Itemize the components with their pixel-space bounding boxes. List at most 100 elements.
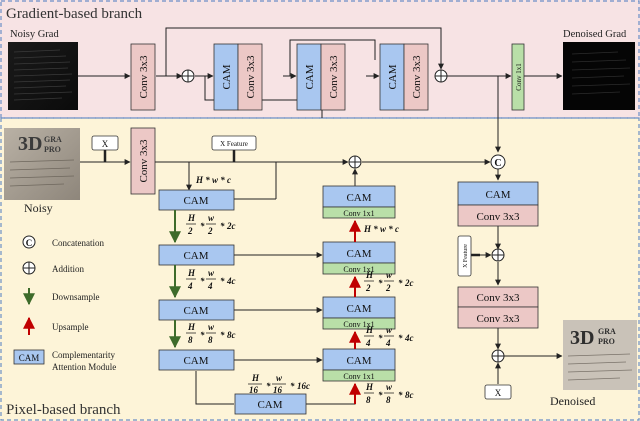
pixel-branch-connectors (80, 159, 563, 405)
svg-text:Conv 1x1: Conv 1x1 (343, 265, 374, 274)
bottleneck-cam (234, 393, 307, 415)
legend-cam-label-1: Complementarity (52, 350, 115, 360)
legend-concat-label: Concatenation (52, 238, 104, 248)
svg-text:*: * (220, 276, 225, 286)
encoder-cam-1-label: CAM (183, 195, 208, 207)
svg-text:C: C (26, 238, 33, 248)
svg-text:2: 2 (207, 226, 213, 236)
svg-text:w: w (386, 382, 393, 392)
pixel-branch-background (0, 118, 640, 421)
svg-text:8c: 8c (227, 330, 236, 340)
svg-text:16: 16 (249, 385, 259, 395)
encoder-cam-3 (158, 299, 235, 321)
legend-concat-icon (22, 235, 36, 249)
svg-text:*: * (378, 390, 383, 400)
svg-text:Conv 1x1: Conv 1x1 (343, 372, 374, 381)
decoder-block-4: CAM Conv 1x1 (322, 348, 396, 382)
top-conv-label-2: Conv 3x3 (328, 55, 340, 99)
x-input-label: X (102, 139, 109, 149)
svg-text:*: * (200, 330, 205, 340)
svg-text:GRA: GRA (44, 135, 62, 144)
encoder-cam-4 (158, 349, 235, 371)
svg-text:PRO: PRO (598, 337, 615, 346)
svg-text:2c: 2c (226, 221, 236, 231)
right-x-feature-label: X Feature (463, 244, 469, 268)
svg-text:*: * (398, 390, 403, 400)
svg-text:16: 16 (273, 385, 283, 395)
svg-text:w: w (386, 325, 393, 335)
top-cam-label-3: CAM (387, 64, 399, 89)
svg-text:4: 4 (207, 281, 213, 291)
svg-text:H: H (365, 270, 374, 280)
svg-text:3D: 3D (570, 327, 594, 349)
denoised-label: Denoised (550, 394, 595, 408)
encoder-cam-2-label: CAM (183, 250, 208, 262)
svg-text:16c: 16c (297, 381, 310, 391)
svg-text:w: w (386, 270, 393, 280)
top-cam-label-1: CAM (221, 64, 233, 89)
svg-text:8: 8 (208, 335, 213, 345)
svg-text:H: H (365, 382, 374, 392)
right-conv-label-1: Conv 3x3 (476, 211, 520, 223)
encoder-dims: H 2 * w 2 * 2c H 4 * w 4 * 4c H 8 * w 8 … (186, 213, 310, 395)
top-conv-block-1 (237, 43, 263, 111)
svg-text:*: * (398, 333, 403, 343)
svg-text:8: 8 (188, 335, 193, 345)
right-conv-label-3: Conv 3x3 (476, 313, 520, 325)
legend-cam-icon (13, 349, 45, 365)
svg-text:3D: 3D (18, 133, 42, 155)
right-conv-block-1 (457, 204, 539, 227)
right-x-box (484, 384, 512, 400)
svg-text:H: H (187, 213, 196, 223)
top-conv-block-2 (320, 43, 346, 111)
concat-node-label: C (494, 158, 501, 169)
svg-text:4: 4 (365, 338, 371, 348)
top-conv-label-1: Conv 3x3 (245, 55, 257, 99)
svg-text:4c: 4c (226, 276, 236, 286)
noisy-image: 3D GRA PRO (4, 128, 80, 200)
dim-label-dec-1: H * w * c (363, 224, 399, 234)
svg-text:GRA: GRA (598, 327, 616, 336)
gradient-branch-title: Gradient-based branch (6, 6, 143, 22)
encoder-cam-2 (158, 244, 235, 266)
svg-text:CAM: CAM (346, 303, 371, 315)
svg-text:w: w (208, 268, 215, 278)
right-x-feature-box (457, 235, 472, 277)
svg-text:*: * (290, 381, 295, 391)
bottleneck-cam-label: CAM (257, 399, 282, 411)
legend: C Concatenation Addition Downsample Upsa… (13, 235, 116, 372)
right-conv-block-3 (457, 306, 539, 329)
svg-text:H: H (251, 373, 260, 383)
legend-downsample-label: Downsample (52, 292, 100, 302)
right-cam-label: CAM (485, 189, 510, 201)
decoder-block-2: CAM Conv 1x1 (322, 241, 396, 275)
noisy-grad-label: Noisy Grad (10, 29, 59, 40)
svg-text:*: * (266, 381, 271, 391)
svg-text:*: * (200, 276, 205, 286)
concat-node (490, 154, 506, 170)
svg-text:H: H (187, 322, 196, 332)
top-conv-in-label: Conv 3x3 (138, 55, 150, 99)
svg-text:2c: 2c (404, 278, 414, 288)
svg-text:4: 4 (187, 281, 193, 291)
svg-text:*: * (200, 221, 205, 231)
dim-label-1: H * w * c (195, 175, 231, 185)
svg-text:PRO: PRO (44, 145, 61, 154)
top-conv-block-3 (403, 43, 429, 111)
top-cam-label-2: CAM (304, 64, 316, 89)
right-conv-label-2: Conv 3x3 (476, 292, 520, 304)
encoder-cam-1 (158, 189, 235, 211)
x-feature-label: X Feature (220, 140, 248, 148)
legend-upsample-label: Upsample (52, 322, 89, 332)
svg-text:2: 2 (187, 226, 193, 236)
svg-text:w: w (208, 322, 215, 332)
pixel-branch-border (0, 117, 640, 421)
decoder-block-3: CAM Conv 1x1 (322, 296, 396, 330)
denoised-grad-image (563, 42, 635, 110)
encoder-cam-3-label: CAM (183, 305, 208, 317)
encoder-cam-4-label: CAM (183, 355, 208, 367)
noisy-grad-image (8, 42, 78, 110)
right-x-label: X (495, 388, 502, 398)
decoder-block-1: CAM Conv 1x1 (322, 185, 396, 219)
